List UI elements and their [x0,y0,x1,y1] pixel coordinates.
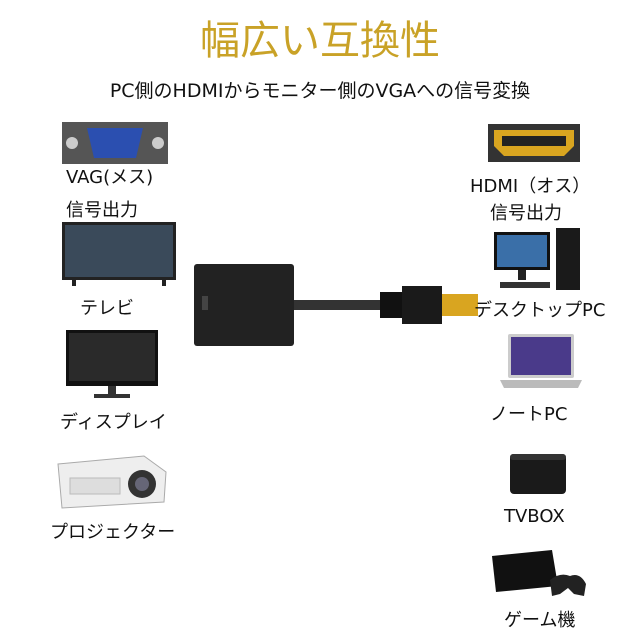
hdmi-port-icon [488,124,580,162]
laptop-label: ノートPC [490,404,568,425]
hdmi-vga-adapter-icon [194,264,478,346]
game-console-label: ゲーム機 [504,610,576,631]
desktop-pc-icon [494,228,580,290]
title: 幅広い互換性 [200,18,440,64]
projector-icon [57,455,167,509]
tv-icon [62,222,176,286]
desktop-pc-label: デスクトップPC [474,300,606,321]
tvbox-label: TVBOX [504,506,565,527]
subtitle: PC側のHDMIからモニター側のVGAへの信号変換 [109,80,531,102]
vga-label: VAG(メス) [66,167,154,188]
vga-sub-label: 信号出力 [66,200,138,221]
display-label: ディスプレイ [60,412,167,433]
game-console-icon [492,550,586,596]
laptop-icon [500,334,582,388]
tvbox-icon [510,454,566,494]
tv-label: テレビ [80,298,134,319]
vga-port-icon [62,122,168,164]
projector-label: プロジェクター [50,522,176,543]
hdmi-label: HDMI（オス） [470,176,591,197]
hdmi-sub-label: 信号出力 [490,203,562,224]
display-icon [66,330,158,398]
